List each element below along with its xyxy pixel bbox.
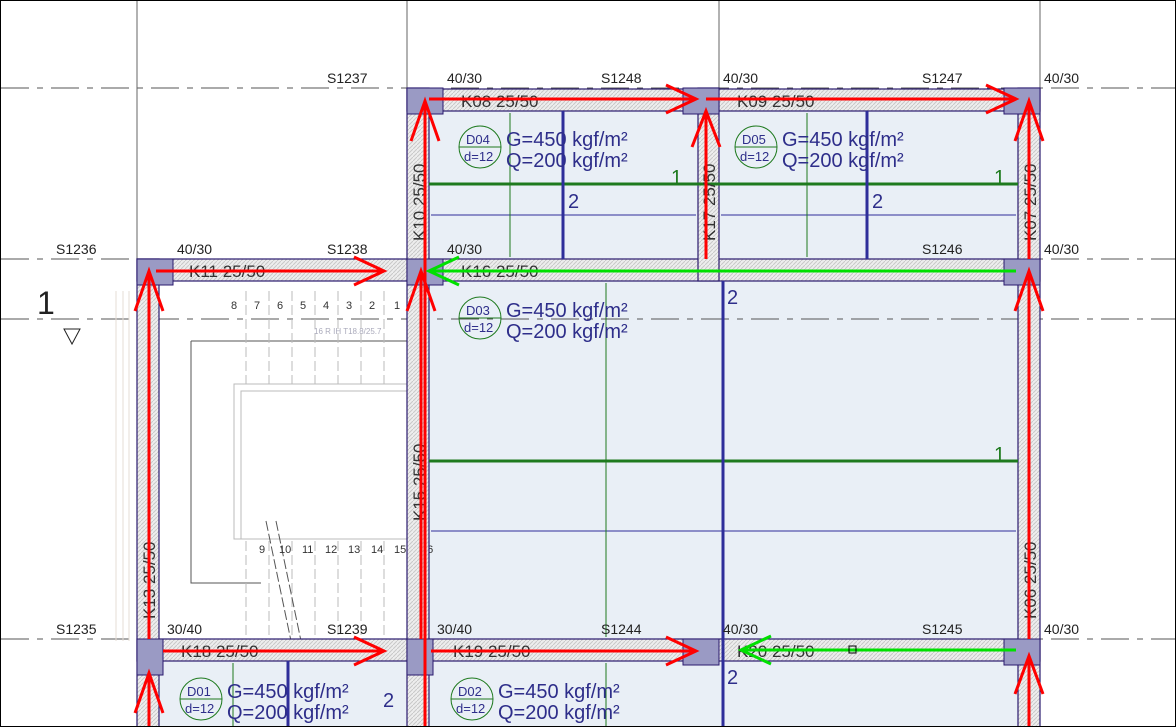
label: 40/30 — [723, 70, 758, 86]
label: D03 — [466, 303, 490, 318]
stair-step: 12 — [325, 544, 337, 556]
label: 40/30 — [177, 241, 212, 257]
slab-D03: D03 d=12 G=450 kgf/m²Q=200 kgf/m² — [458, 296, 628, 343]
label: D05 — [742, 132, 766, 147]
label: G=450 kgf/m² — [506, 300, 628, 322]
stair-step: 13 — [348, 544, 360, 556]
label: S1236 — [56, 241, 97, 257]
label: D01 — [187, 684, 211, 699]
stair-step: 6 — [277, 300, 283, 312]
label: S1239 — [327, 621, 368, 637]
direction-2-label: 2 — [727, 287, 738, 309]
label: Q=200 kgf/m² — [506, 321, 628, 343]
label: d=12 — [456, 701, 485, 716]
slab-D04: D04 d=12 G=450 kgf/m²Q=200 kgf/m² — [458, 125, 628, 172]
label: S1235 — [56, 621, 97, 637]
label: 40/30 — [723, 621, 758, 637]
stair-step-numbers: 8 7 6 5 4 3 2 1 9 10 11 12 13 14 15 16 1… — [231, 300, 433, 556]
label: Q=200 kgf/m² — [782, 150, 904, 172]
label: D02 — [458, 684, 482, 699]
column-labels: S1237 40/30 S1248 40/30 S1247 40/30 S1236 4… — [56, 70, 1079, 637]
label: d=12 — [464, 320, 493, 335]
direction-1-label: 1 — [994, 444, 1005, 466]
grid-verticals — [136, 1, 1041, 259]
label: 40/30 — [447, 241, 482, 257]
label: G=450 kgf/m² — [498, 681, 620, 703]
direction-2-label: 2 — [872, 191, 883, 213]
staircase — [115, 291, 410, 642]
label: G=450 kgf/m² — [227, 681, 349, 703]
label: K09 25/50 — [737, 92, 815, 111]
label: 40/30 — [1044, 241, 1079, 257]
stair-step: 3 — [346, 300, 352, 312]
direction-1-label: 1 — [671, 167, 682, 189]
label: K08 25/50 — [461, 92, 539, 111]
stair-step: 1 — [394, 300, 400, 312]
stair-step: 2 — [369, 300, 375, 312]
direction-2-label: 2 — [727, 667, 738, 689]
label: S1248 — [601, 70, 642, 86]
label: Q=200 kgf/m² — [498, 702, 620, 724]
axis-label: 1 — [37, 285, 55, 321]
rebar-lines — [232, 111, 1018, 726]
label: D04 — [466, 132, 490, 147]
slab-areas — [159, 111, 1018, 726]
slab-D01: D01 d=12 G=450 kgf/m²Q=200 kgf/m² — [179, 677, 349, 724]
stair-step: 15 — [394, 544, 406, 556]
stair-step: 4 — [323, 300, 329, 312]
label: S1244 — [601, 621, 642, 637]
label: d=12 — [464, 149, 493, 164]
label: 30/40 — [167, 621, 202, 637]
label: 40/30 — [1044, 70, 1079, 86]
direction-1-label: 1 — [994, 167, 1005, 189]
label: K17 25/50 — [700, 163, 719, 241]
label: S1237 — [327, 70, 368, 86]
stair-note: 16 R IH T18.8/25.7 — [314, 327, 382, 336]
green-load-arrows[interactable] — [425, 255, 1016, 666]
stair-step: 7 — [254, 300, 260, 312]
slab-D05: D05 d=12 G=450 kgf/m²Q=200 kgf/m² — [734, 125, 904, 172]
label: Q=200 kgf/m² — [506, 150, 628, 172]
level-triangle-icon — [63, 328, 81, 346]
label: 40/30 — [1044, 621, 1079, 637]
slab-D02: D02 d=12 G=450 kgf/m²Q=200 kgf/m² — [450, 677, 620, 724]
stair-step: 9 — [259, 544, 265, 556]
stair-step: 5 — [300, 300, 306, 312]
label: Q=200 kgf/m² — [227, 702, 349, 724]
label: S1247 — [922, 70, 963, 86]
label: S1245 — [922, 621, 963, 637]
stair-step: 11 — [302, 544, 313, 556]
direction-2-label: 2 — [568, 191, 579, 213]
stair-step: 10 — [279, 544, 291, 556]
stair-step: 8 — [231, 300, 237, 312]
label: d=12 — [740, 149, 769, 164]
label: S1246 — [922, 241, 963, 257]
selection-grip-handle[interactable] — [848, 645, 857, 654]
direction-2-label: 2 — [383, 690, 394, 712]
label: S1238 — [327, 241, 368, 257]
label: G=450 kgf/m² — [506, 129, 628, 151]
red-load-arrows[interactable] — [133, 83, 1045, 727]
label: 40/30 — [447, 70, 482, 86]
label: d=12 — [185, 701, 214, 716]
label: G=450 kgf/m² — [782, 129, 904, 151]
direction-numbers: 1 1 1 2 2 2 2 2 — [383, 167, 1005, 712]
stair-step: 14 — [371, 544, 383, 556]
label: 30/40 — [437, 621, 472, 637]
